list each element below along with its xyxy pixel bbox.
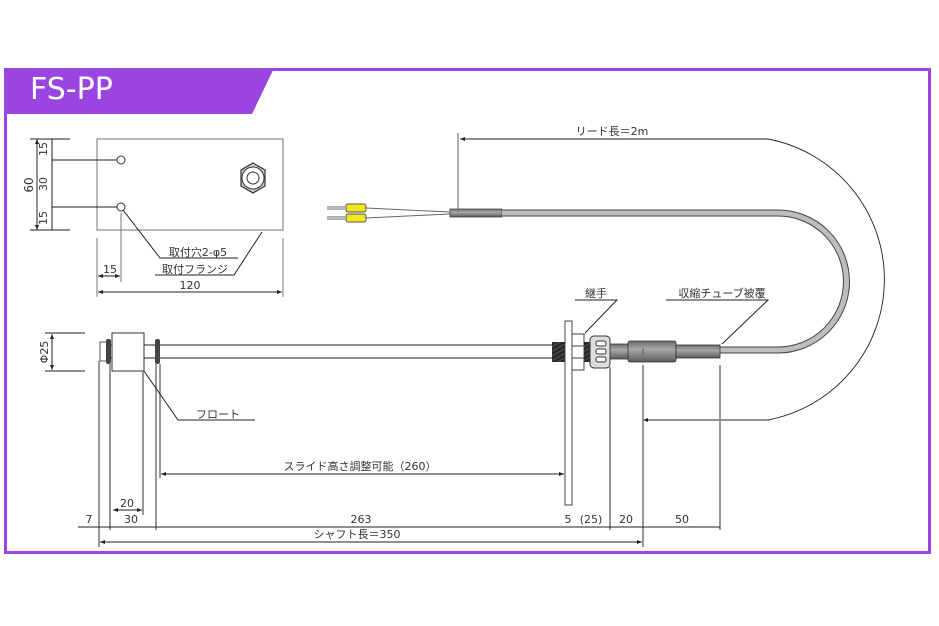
- dim-total-height: 60: [22, 177, 36, 192]
- label-float: フロート: [196, 408, 240, 421]
- dim-263: 263: [351, 513, 372, 526]
- dim-diameter: Φ25: [38, 341, 51, 364]
- dim-flange-width: 120: [180, 279, 201, 292]
- dim-middle: 30: [37, 177, 50, 191]
- dim-50: 50: [675, 513, 689, 526]
- dim-30: 30: [124, 513, 138, 526]
- label-fitting: 継手: [585, 286, 607, 300]
- dim-hole-offset: 15: [103, 263, 117, 276]
- mount-hole-icon: [116, 202, 126, 212]
- lead-wire: [327, 203, 850, 354]
- terminal-icon: [345, 213, 367, 223]
- dim-bottom: 15: [37, 211, 50, 225]
- side-view: [45, 299, 770, 547]
- dim-7: 7: [86, 513, 93, 526]
- label-mount-flange: 取付フランジ: [162, 263, 228, 276]
- float-body: [111, 332, 145, 372]
- dim-20b: 20: [619, 513, 633, 526]
- lead-length-dim: [460, 138, 885, 421]
- terminal-icon: [345, 203, 367, 213]
- dim-5: 5: [565, 513, 572, 526]
- hex-nut-icon: [240, 162, 266, 194]
- model-title: FS-PP: [30, 72, 113, 107]
- dim-20: 20: [120, 497, 134, 510]
- label-heat-shrink: 収縮チューブ被覆: [678, 286, 765, 300]
- label-mount-holes: 取付穴2-φ5: [169, 245, 227, 259]
- dim-25: (25): [580, 513, 603, 526]
- title-tab: [4, 68, 274, 114]
- drawing-frame: [4, 68, 931, 554]
- dim-top: 15: [37, 142, 50, 156]
- dim-shaft-length: シャフト長＝350: [314, 528, 401, 541]
- flange-view: [30, 138, 284, 297]
- label-lead-length: リード長＝2m: [576, 125, 649, 138]
- label-slide-adjust: スライド高さ調整可能（260）: [284, 459, 437, 473]
- mount-hole-icon: [116, 155, 126, 165]
